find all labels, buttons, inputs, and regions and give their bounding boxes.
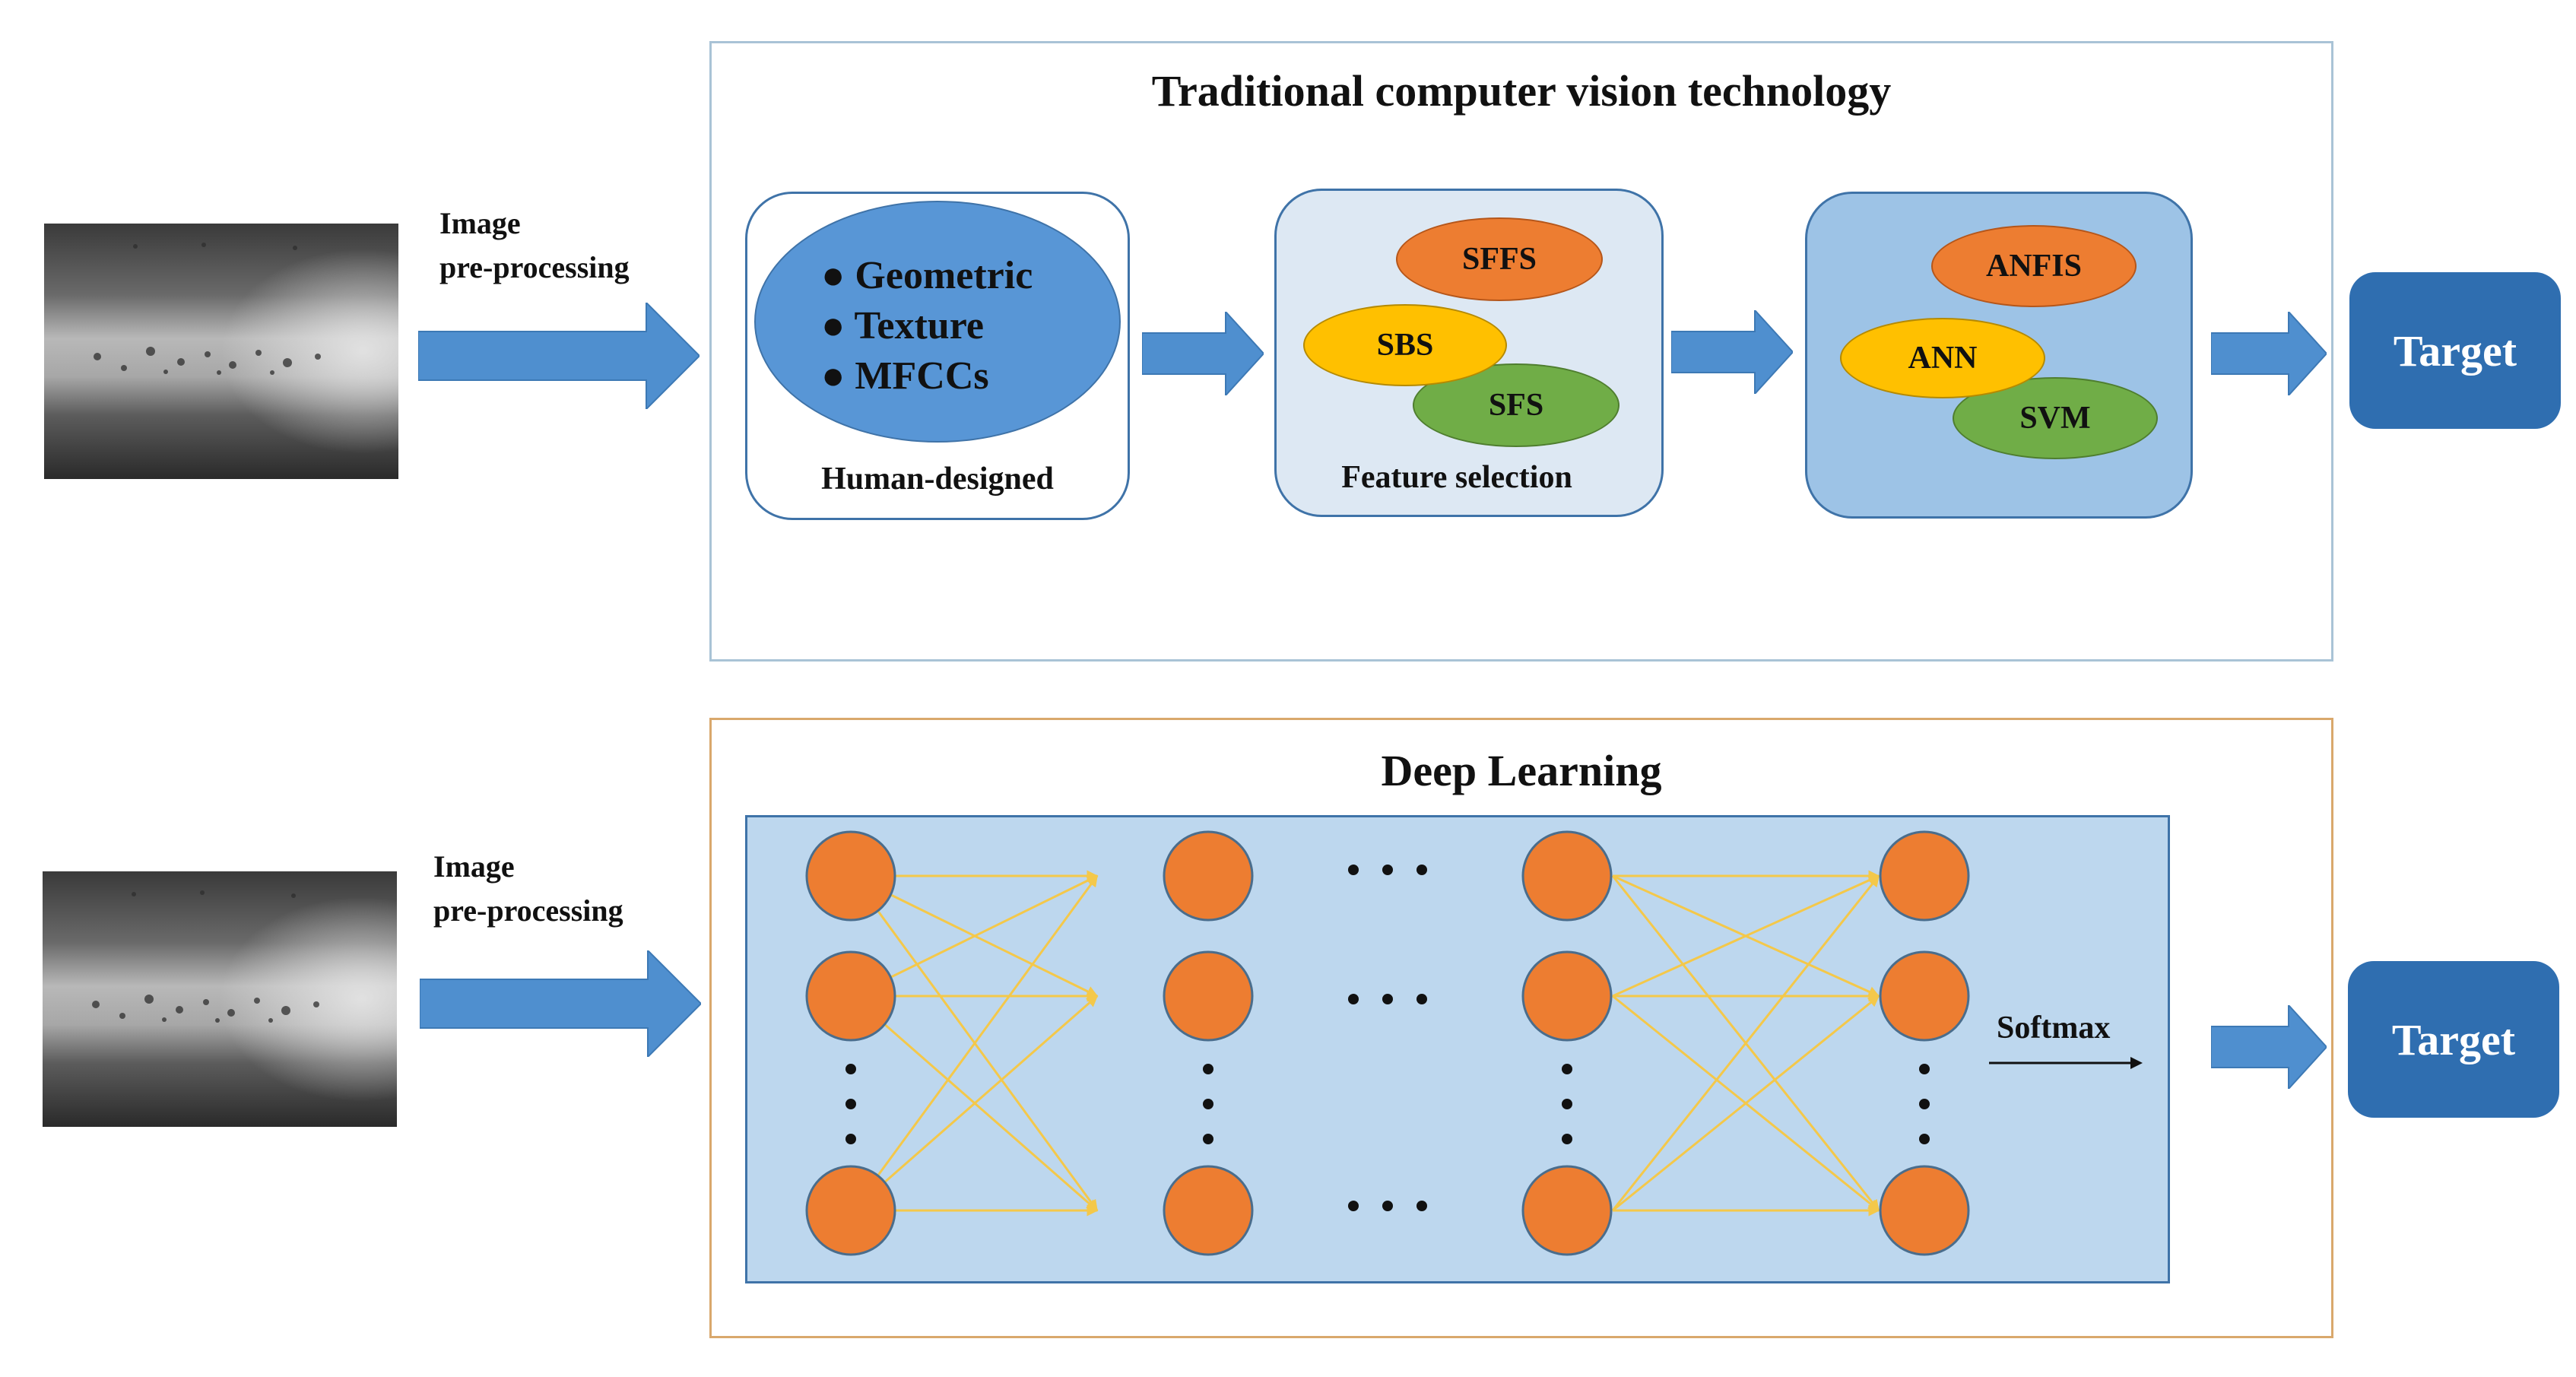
- softmax-arrow-icon: [1989, 1057, 2143, 1069]
- preprocess-label-bottom-line2: pre-processing: [433, 893, 623, 928]
- neuron-node: [1163, 950, 1254, 1042]
- feature-ellipse: [754, 201, 1121, 443]
- flow-arrow-icon: [2211, 312, 2327, 395]
- feature-item-label: Texture: [854, 304, 984, 347]
- neuron-node: [1879, 830, 1970, 922]
- neuron-node: [805, 830, 896, 922]
- flow-arrow-icon: [418, 303, 700, 409]
- neuron-node: [1879, 1165, 1970, 1256]
- flow-arrow-icon: [1142, 312, 1264, 395]
- flow-arrow-icon: [2211, 1005, 2327, 1089]
- feature-list: ● Geometric ● Texture ● MFCCs: [821, 251, 1033, 401]
- softmax-label: Softmax: [1997, 1011, 2111, 1045]
- neural-network-graph: [805, 830, 2143, 1256]
- neuron-node: [1521, 1165, 1613, 1256]
- grayscale-weld-image: [44, 224, 398, 479]
- traditional-panel: [709, 41, 2333, 662]
- deep-learning-panel: [709, 718, 2333, 1338]
- human-designed-caption: Human-designed: [821, 462, 1054, 497]
- preprocess-label-top-line1: Image: [439, 206, 521, 240]
- input-image-top: [44, 224, 398, 479]
- neuron-node: [1521, 830, 1613, 922]
- feature-item-texture: ● Texture: [821, 304, 984, 347]
- connection-lines-left: [851, 870, 1099, 1217]
- target-box-top: Target: [2349, 272, 2561, 429]
- preprocess-label-top-line2: pre-processing: [439, 250, 630, 284]
- connection-lines-right: [1611, 870, 1880, 1217]
- flow-arrow-icon: [420, 950, 701, 1057]
- neuron-node: [805, 950, 896, 1042]
- neuron-node: [1163, 1165, 1254, 1256]
- neuron-node: [805, 1165, 896, 1256]
- flow-arrow-icon: [1671, 310, 1793, 394]
- input-image-bottom: [43, 871, 397, 1127]
- method-sffs: SFFS: [1396, 217, 1603, 301]
- feature-selection-caption: Feature selection: [1341, 460, 1572, 495]
- feature-item-geometric: ● Geometric: [821, 254, 1033, 297]
- feature-item-label: MFCCs: [855, 354, 989, 398]
- target-box-bottom: Target: [2348, 961, 2559, 1118]
- horizontal-ellipsis: [1348, 865, 1427, 1211]
- method-sbs: SBS: [1303, 304, 1507, 386]
- traditional-panel-title: Traditional computer vision technology: [1151, 66, 1892, 116]
- neuron-node: [1521, 950, 1613, 1042]
- deep-learning-panel-title: Deep Learning: [1381, 746, 1662, 795]
- classifier-ann: ANN: [1840, 318, 2045, 398]
- vertical-ellipsis: [845, 1064, 1930, 1144]
- neuron-node: [1163, 830, 1254, 922]
- preprocess-label-bottom-line1: Image: [433, 849, 515, 884]
- grayscale-weld-image: [43, 871, 397, 1127]
- feature-item-mfccs: ● MFCCs: [821, 354, 989, 398]
- neuron-node: [1879, 950, 1970, 1042]
- classifier-anfis: ANFIS: [1931, 225, 2137, 307]
- feature-item-label: Geometric: [855, 254, 1033, 297]
